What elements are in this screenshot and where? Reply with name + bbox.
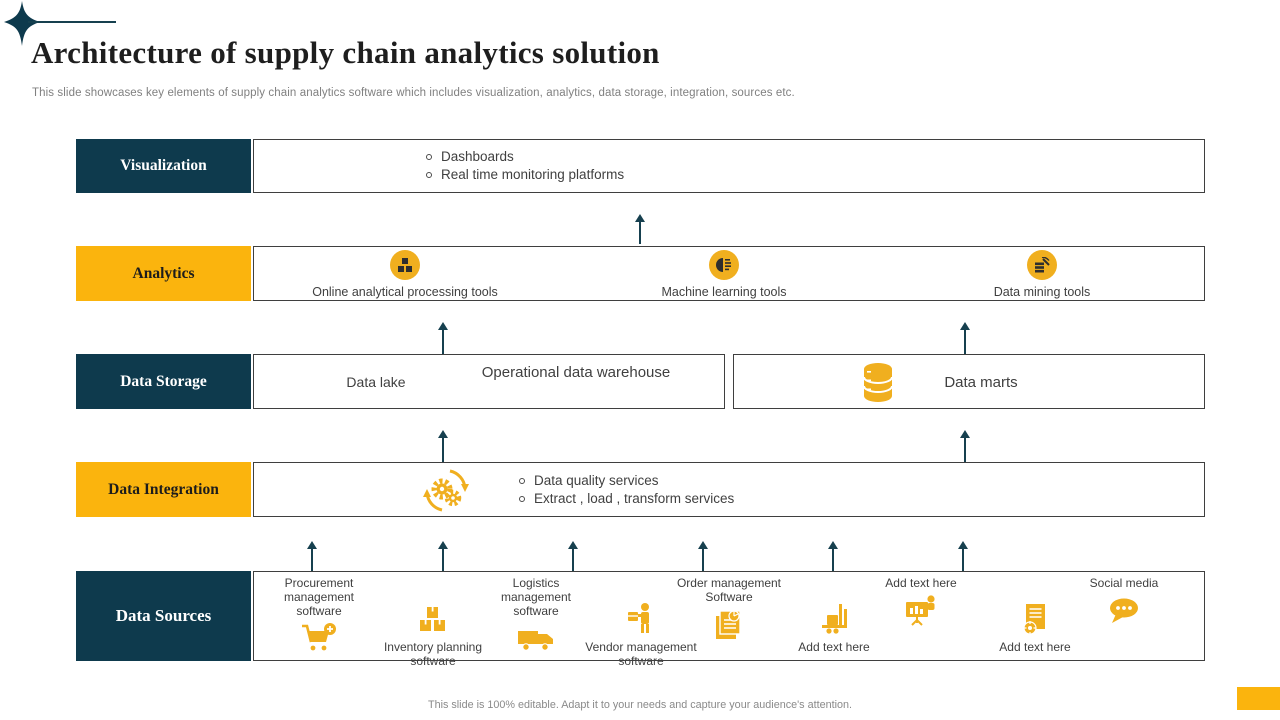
source-item-label: Add text here (885, 576, 957, 590)
data-marts-text: Data marts (944, 374, 1018, 391)
source-item-inventory: Inventory planning software (377, 598, 489, 668)
row-label-text: Visualization (120, 157, 207, 174)
source-item-add-text-3: Add text here (979, 598, 1091, 654)
arrow-up-icon (437, 541, 449, 571)
page-subtitle: This slide showcases key elements of sup… (32, 87, 795, 99)
document-gear-icon (1020, 600, 1050, 638)
analytics-item-label: Online analytical processing tools (312, 285, 498, 299)
source-item-label: Vendor management software (585, 640, 697, 669)
source-item-label: Logistics management software (500, 576, 572, 619)
bullet-text: Data quality services (534, 473, 659, 488)
source-item-label: Procurement management software (283, 576, 355, 619)
source-item-add-text-1: Add text here (778, 598, 890, 654)
bullet-item: Data quality services (519, 473, 734, 488)
row-label-visualization: Visualization (76, 139, 251, 193)
bullet-text: Real time monitoring platforms (441, 167, 625, 182)
data-storage-left-box: Data lake Operational data warehouse (253, 354, 725, 409)
arrow-up-icon (959, 322, 971, 354)
source-item-vendor: Vendor management software (585, 598, 697, 668)
source-item-label: Inventory planning software (383, 640, 483, 669)
row-label-data-integration: Data Integration (76, 462, 251, 517)
source-item-label: Order management Software (676, 576, 782, 605)
arrow-up-icon (957, 541, 969, 571)
arrow-up-icon (634, 214, 646, 244)
row-label-text: Data Storage (120, 372, 207, 390)
order-clipboard-icon (713, 606, 745, 644)
source-item-procurement: Procurement management software (263, 576, 375, 660)
visualization-box: Dashboards Real time monitoring platform… (253, 139, 1205, 193)
gears-sync-icon (420, 467, 472, 519)
source-item-logistics: Logistics management software (480, 576, 592, 660)
row-label-text: Data Sources (115, 606, 212, 625)
row-label-data-sources: Data Sources (76, 571, 251, 661)
analytics-box: Online analytical processing tools Machi… (253, 246, 1205, 301)
analytics-item-label: Machine learning tools (661, 285, 787, 299)
bullet-item: Extract , load , transform services (519, 491, 734, 506)
bullet-item: Real time monitoring platforms (426, 167, 624, 182)
data-integration-bullet-list: Data quality services Extract , load , t… (519, 473, 734, 506)
header-divider-line (28, 21, 116, 23)
chat-bubble-icon (1107, 592, 1141, 630)
data-sources-box: Procurement management software (253, 571, 1205, 668)
source-item-social-media: Social media (1068, 576, 1180, 632)
operational-data-warehouse-text: Operational data warehouse (481, 364, 671, 381)
bullet-marker (426, 153, 432, 160)
machine-learning-icon (709, 250, 739, 280)
shopping-cart-icon (300, 620, 338, 658)
arrow-up-icon (959, 430, 971, 462)
analytics-item-machine-learning: Machine learning tools (614, 250, 834, 299)
presentation-board-icon (903, 592, 939, 630)
analytics-item-olap: Online analytical processing tools (295, 250, 515, 299)
page-title: Architecture of supply chain analytics s… (31, 35, 660, 70)
visualization-bullet-list: Dashboards Real time monitoring platform… (426, 149, 624, 182)
arrow-up-icon (827, 541, 839, 571)
arrow-up-icon (437, 322, 449, 354)
bullet-text: Extract , load , transform services (534, 491, 735, 506)
bullet-item: Dashboards (426, 149, 624, 164)
arrow-up-icon (567, 541, 579, 571)
data-mining-icon (1027, 250, 1057, 280)
data-integration-box: Data quality services Extract , load , t… (253, 462, 1205, 517)
database-cylinder-icon (861, 362, 895, 408)
bullet-text: Dashboards (441, 149, 514, 164)
source-item-add-text-2: Add text here (865, 576, 977, 632)
row-label-text: Analytics (132, 264, 195, 282)
analytics-item-label: Data mining tools (993, 285, 1091, 299)
arrow-up-icon (697, 541, 709, 571)
row-label-data-storage: Data Storage (76, 354, 251, 409)
data-lake-text: Data lake (346, 374, 406, 390)
row-label-text: Data Integration (108, 480, 219, 498)
arrow-up-icon (306, 541, 318, 571)
source-item-label: Social media (1089, 576, 1159, 590)
footer-note: This slide is 100% editable. Adapt it to… (427, 699, 852, 711)
bullet-marker (519, 477, 525, 484)
source-item-order-management: Order management Software (673, 576, 785, 646)
forklift-icon (817, 600, 851, 638)
bullet-marker (426, 171, 432, 178)
arrow-up-icon (437, 430, 449, 462)
vendor-person-icon (626, 600, 656, 638)
truck-icon (517, 620, 555, 658)
olap-cubes-icon (390, 250, 420, 280)
sparkle-icon (3, 1, 41, 52)
source-item-label: Add text here (999, 640, 1071, 654)
corner-accent-block (1237, 687, 1280, 710)
analytics-item-data-mining: Data mining tools (932, 250, 1152, 299)
bullet-marker (519, 495, 525, 502)
source-item-label: Add text here (798, 640, 870, 654)
data-storage-right-box: Data marts (733, 354, 1205, 409)
inventory-boxes-icon (415, 600, 451, 638)
row-label-analytics: Analytics (76, 246, 251, 301)
